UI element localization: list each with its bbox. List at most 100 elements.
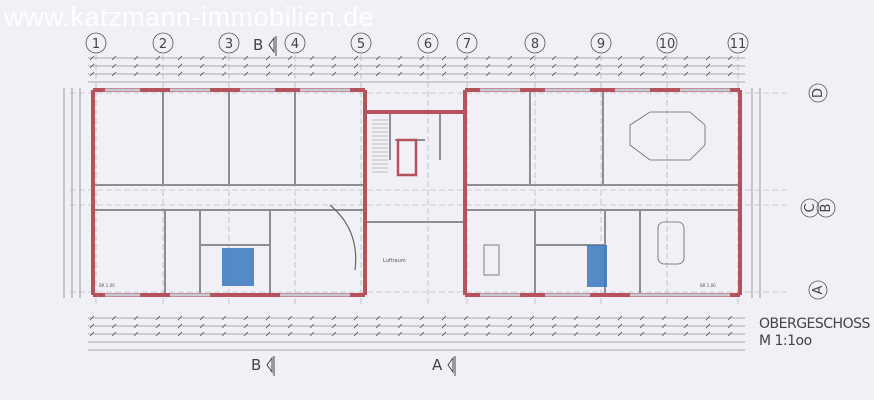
dimension-tick — [485, 71, 491, 77]
axis-bubble — [808, 83, 828, 103]
dimension-tick — [639, 315, 645, 321]
axis-bubble — [800, 198, 820, 218]
dimension-tick — [529, 323, 535, 329]
dimension-tick — [353, 71, 359, 77]
dimension-tick — [287, 71, 293, 77]
dimension-tick — [573, 323, 579, 329]
dimension-tick — [111, 63, 117, 69]
dimension-tick — [419, 63, 425, 69]
dimension-tick — [265, 323, 271, 329]
dimension-tick — [397, 331, 403, 337]
dimension-tick — [221, 55, 227, 61]
meeting-table — [657, 221, 685, 265]
dimension-tick — [485, 55, 491, 61]
dimension-tick — [595, 63, 601, 69]
axis-bubble — [417, 32, 439, 54]
axis-bubble — [816, 198, 836, 218]
dimension-tick — [419, 323, 425, 329]
dimension-tick — [463, 71, 469, 77]
dimension-tick — [265, 331, 271, 337]
dimension-tick — [331, 55, 337, 61]
axis-bubble — [456, 32, 478, 54]
dimension-tick — [89, 315, 95, 321]
axis-bubble — [284, 32, 306, 54]
dimension-tick — [639, 63, 645, 69]
dimension-tick — [177, 55, 183, 61]
window-tag: BR 1.00 — [99, 283, 115, 288]
dimension-tick — [485, 323, 491, 329]
section-marker-b-top: B — [253, 36, 277, 56]
dimension-tick — [727, 315, 733, 321]
dimension-tick — [507, 63, 513, 69]
dimension-tick — [89, 71, 95, 77]
dimension-tick — [595, 315, 601, 321]
dimension-tick — [375, 71, 381, 77]
dimension-tick — [353, 331, 359, 337]
restroom — [587, 245, 607, 287]
dimension-tick — [221, 331, 227, 337]
dimension-tick — [309, 331, 315, 337]
axis-label: D — [811, 88, 826, 98]
dimension-tick — [397, 323, 403, 329]
dimension-tick — [529, 331, 535, 337]
dimension-tick — [485, 63, 491, 69]
dimension-tick — [661, 63, 667, 69]
dimension-tick — [727, 71, 733, 77]
dimension-tick — [617, 71, 623, 77]
dimension-lines — [63, 55, 761, 351]
dimension-tick — [441, 323, 447, 329]
dimension-tick — [309, 55, 315, 61]
dimension-tick — [155, 63, 161, 69]
axis-label: B — [819, 204, 834, 213]
restroom — [222, 248, 254, 286]
dimension-tick — [133, 331, 139, 337]
dimension-tick — [573, 331, 579, 337]
dimension-tick — [419, 55, 425, 61]
dimension-tick — [507, 315, 513, 321]
axis-label: 4 — [291, 37, 299, 52]
dimension-tick — [397, 71, 403, 77]
axis-label: 1 — [92, 37, 100, 52]
floor-name: OBERGESCHOSS — [759, 316, 870, 332]
dining-table — [483, 244, 500, 276]
dimension-tick — [309, 323, 315, 329]
svg-text:B: B — [253, 36, 263, 54]
dimension-tick — [705, 323, 711, 329]
dimension-tick — [111, 71, 117, 77]
axis-label: 11 — [730, 37, 747, 52]
section-marker-b-bottom: B — [251, 356, 275, 376]
dimension-tick — [485, 315, 491, 321]
dimension-tick — [265, 63, 271, 69]
dimension-tick — [595, 55, 601, 61]
dimension-tick — [551, 331, 557, 337]
dimension-tick — [727, 55, 733, 61]
dimension-tick — [551, 323, 557, 329]
dimension-tick — [705, 55, 711, 61]
dimension-tick — [89, 331, 95, 337]
dimension-tick — [331, 63, 337, 69]
section-marker-a-bottom: A — [432, 356, 456, 376]
dimension-tick — [375, 63, 381, 69]
grid-lines — [70, 55, 790, 305]
dimension-tick — [683, 323, 689, 329]
elevator-shaft — [396, 138, 418, 177]
dimension-tick — [507, 331, 513, 337]
dimension-tick — [375, 55, 381, 61]
dimension-tick — [463, 63, 469, 69]
axis-label: A — [811, 285, 826, 294]
dimension-tick — [353, 55, 359, 61]
axis-bubble — [656, 32, 678, 54]
exterior-walls — [91, 88, 742, 297]
dimension-tick — [243, 323, 249, 329]
svg-text:B: B — [251, 356, 261, 374]
dimension-tick — [397, 315, 403, 321]
dimension-tick — [199, 71, 205, 77]
dimension-tick — [463, 55, 469, 61]
dimension-tick — [199, 323, 205, 329]
dimension-tick — [111, 55, 117, 61]
dimension-tick — [265, 71, 271, 77]
dimension-tick — [89, 63, 95, 69]
dimension-tick — [397, 63, 403, 69]
dimension-tick — [551, 55, 557, 61]
